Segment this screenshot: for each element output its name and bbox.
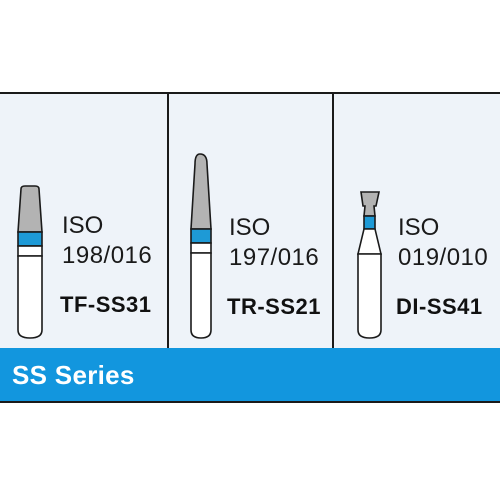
divider — [167, 94, 169, 348]
iso-code: 197/016 — [229, 244, 320, 271]
model-number: TF-SS31 — [60, 292, 152, 317]
product-panel: ISO 198/016 TF-SS31 ISO 197/016 TR-SS21 … — [0, 92, 500, 348]
product-card-tr-ss21[interactable]: ISO 197/016 TR-SS21 — [169, 94, 332, 348]
diabolo-bur-icon — [356, 191, 383, 339]
iso-label: ISO — [62, 212, 104, 239]
model-number: DI-SS41 — [396, 294, 483, 319]
iso-label: ISO — [229, 214, 271, 241]
product-card-tf-ss31[interactable]: ISO 198/016 TF-SS31 — [0, 94, 168, 348]
iso-code: 198/016 — [62, 242, 153, 269]
tapered-round-bur-icon — [190, 153, 212, 339]
series-title: SS Series — [12, 360, 135, 390]
tapered-flat-bur-icon — [17, 185, 43, 339]
product-card-di-ss41[interactable]: ISO 019/010 DI-SS41 — [334, 94, 500, 348]
iso-label: ISO — [398, 214, 440, 241]
iso-code: 019/010 — [398, 244, 489, 271]
series-banner: SS Series — [0, 348, 500, 403]
model-number: TR-SS21 — [227, 294, 321, 319]
divider — [332, 94, 334, 348]
